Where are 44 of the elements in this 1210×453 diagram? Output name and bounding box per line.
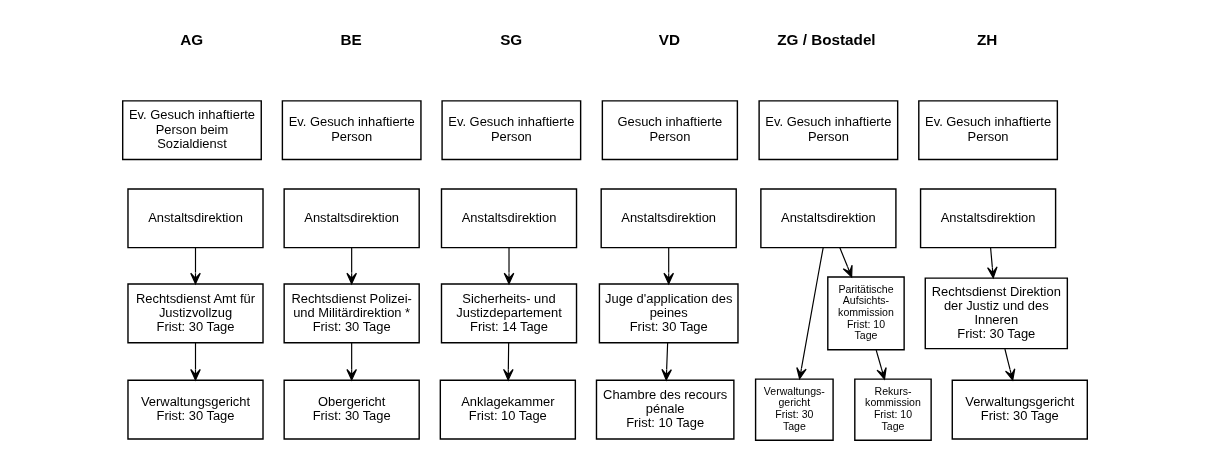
arrow: [346, 247, 357, 285]
node-box: Chambre des recours pénale Frist: 10 Tage: [595, 379, 735, 440]
arrow: [839, 247, 853, 278]
label: BE: [340, 30, 362, 48]
arrow: [987, 247, 998, 279]
arrow: [796, 247, 824, 380]
arrow: [875, 349, 887, 380]
node-box: Anstaltsdirektion: [600, 188, 737, 249]
node-box: Rechtsdienst Polizei- und Militärdirektion * Frist: 30 Tage: [283, 283, 420, 344]
node-box: Ev. Gesuch inhaftierte Person: [918, 100, 1059, 161]
node-box: Sicherheits- und Justizdepartement Frist: 14 Tage: [440, 283, 578, 344]
node-box: Anstaltsdirektion: [760, 188, 897, 249]
node-box: Ev. Gesuch inhaftierte Person: [758, 100, 899, 161]
node-box: Rechtsdienst Direktion der Justiz und des Inneren Frist: 30 Tage: [924, 277, 1069, 350]
arrow: [346, 342, 357, 381]
node-box: Anstaltsdirektion: [919, 188, 1057, 249]
node-box: Gesuch inhaftierte Person: [601, 100, 739, 161]
node-box: Ev. Gesuch inhaftierte Person beim Sozialdienst: [122, 100, 262, 161]
label: SG: [500, 30, 523, 48]
node-box: Anstaltsdirektion: [440, 188, 578, 249]
label: AG: [180, 30, 204, 48]
arrow: [503, 247, 515, 285]
arrow: [190, 247, 201, 285]
arrow: [503, 342, 514, 381]
node-box: Ev. Gesuch inhaftierte Person: [281, 100, 422, 161]
arrow: [663, 247, 675, 285]
node-box: Verwaltungs- gericht Frist: 30 Tage: [754, 378, 834, 441]
arrow: [1004, 348, 1016, 381]
node-box: Paritätische Aufsichts- kommission Frist: 10 Tage: [827, 276, 905, 351]
node-box: Anstaltsdirektion: [127, 188, 264, 249]
label: VD: [658, 30, 680, 48]
arrow: [190, 342, 201, 381]
label: ZH: [976, 30, 998, 48]
label: ZG / Bostadel: [777, 30, 876, 48]
node-box: Rekurs- kommission Frist: 10 Tage: [854, 378, 932, 441]
node-box: Verwaltungsgericht Frist: 30 Tage: [127, 379, 264, 440]
arrow: [661, 342, 672, 381]
node-box: Rechtsdienst Amt für Justizvollzug Frist: 30 Tage: [127, 283, 264, 344]
node-box: Anklagekammer Frist: 10 Tage: [439, 379, 577, 440]
node-box: Ev. Gesuch inhaftierte Person: [441, 100, 582, 161]
node-box: Juge d'application des peines Frist: 30 Tage: [598, 283, 739, 344]
node-box: Obergericht Frist: 30 Tage: [283, 379, 420, 440]
node-box: Anstaltsdirektion: [283, 188, 420, 249]
node-box: Verwaltungsgericht Frist: 30 Tage: [951, 379, 1088, 440]
